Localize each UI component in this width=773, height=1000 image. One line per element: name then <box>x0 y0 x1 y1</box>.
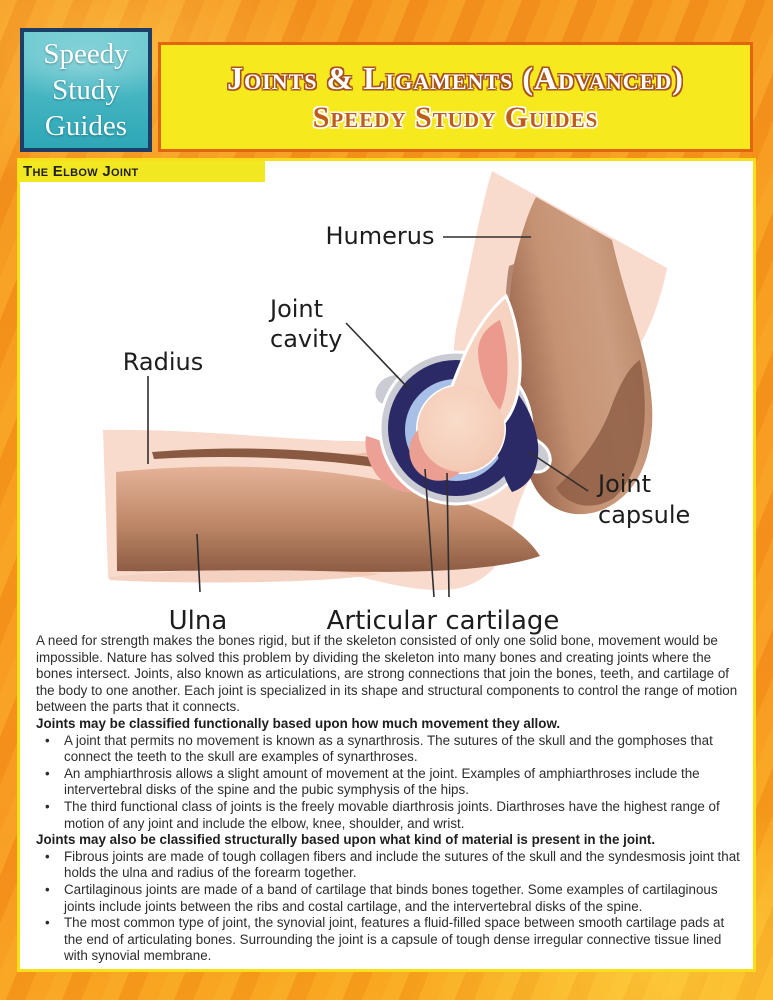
logo-line: Study <box>52 74 120 106</box>
list-item: A joint that permits no movement is know… <box>36 733 744 766</box>
pointer-lines <box>147 236 589 598</box>
list-item: The most common type of joint, the synov… <box>36 915 744 965</box>
diagram-label-articular-cartilage: Articular cartilage <box>327 606 560 636</box>
title-banner: Joints & Ligaments (Advanced) Speedy Stu… <box>158 42 753 152</box>
structural-classification-heading: Joints may also be classified structural… <box>36 832 656 848</box>
humerus-bone <box>505 197 653 515</box>
list-item: Cartilaginous joints are made of a band … <box>36 882 744 915</box>
joint-capsule-pointer-line <box>528 451 589 492</box>
articular-cartilage-pointer-line <box>446 472 450 598</box>
structural-bullet-list: Fibrous joints are made of tough collage… <box>36 849 744 965</box>
body-text: A need for strength makes the bones rigi… <box>36 633 744 965</box>
diagram-label-humerus: Humerus <box>326 222 435 250</box>
list-item: The third functional class of joints is … <box>36 799 744 832</box>
elbow-joint-diagram: Humerus Joint cavity Radius Joint capsul… <box>103 171 690 636</box>
articular-cartilage-pointer-line <box>424 468 435 598</box>
speedy-study-guides-logo: Speedy Study Guides <box>20 28 152 152</box>
list-item: Fibrous joints are made of tough collage… <box>36 849 744 882</box>
diagram-label-ulna: Ulna <box>169 606 228 636</box>
diagram-label-joint-cavity: cavity <box>270 325 342 353</box>
intro-paragraph: A need for strength makes the bones rigi… <box>36 633 738 715</box>
ulna-pointer-line <box>196 533 201 593</box>
functional-bullet-list: A joint that permits no movement is know… <box>36 733 744 833</box>
diagram-label-joint-cavity: Joint <box>268 295 323 323</box>
page-subtitle: Speedy Study Guides <box>312 100 599 134</box>
diagram-label-joint-capsule: capsule <box>598 501 690 529</box>
functional-classification-heading: Joints may be classified functionally ba… <box>36 715 561 731</box>
diagram-label-radius: Radius <box>123 348 203 376</box>
logo-line: Guides <box>44 110 128 142</box>
page-title: Joints & Ligaments (Advanced) <box>227 59 684 96</box>
joint-bone-head <box>409 293 522 481</box>
diagram-label-joint-capsule: Joint <box>596 470 651 498</box>
joint-cavity-pointer-line <box>345 322 410 390</box>
section-tag: The Elbow Joint <box>18 161 265 182</box>
logo-line: Speedy <box>43 38 129 70</box>
list-item: An amphiarthrosis allows a slight amount… <box>36 766 744 799</box>
